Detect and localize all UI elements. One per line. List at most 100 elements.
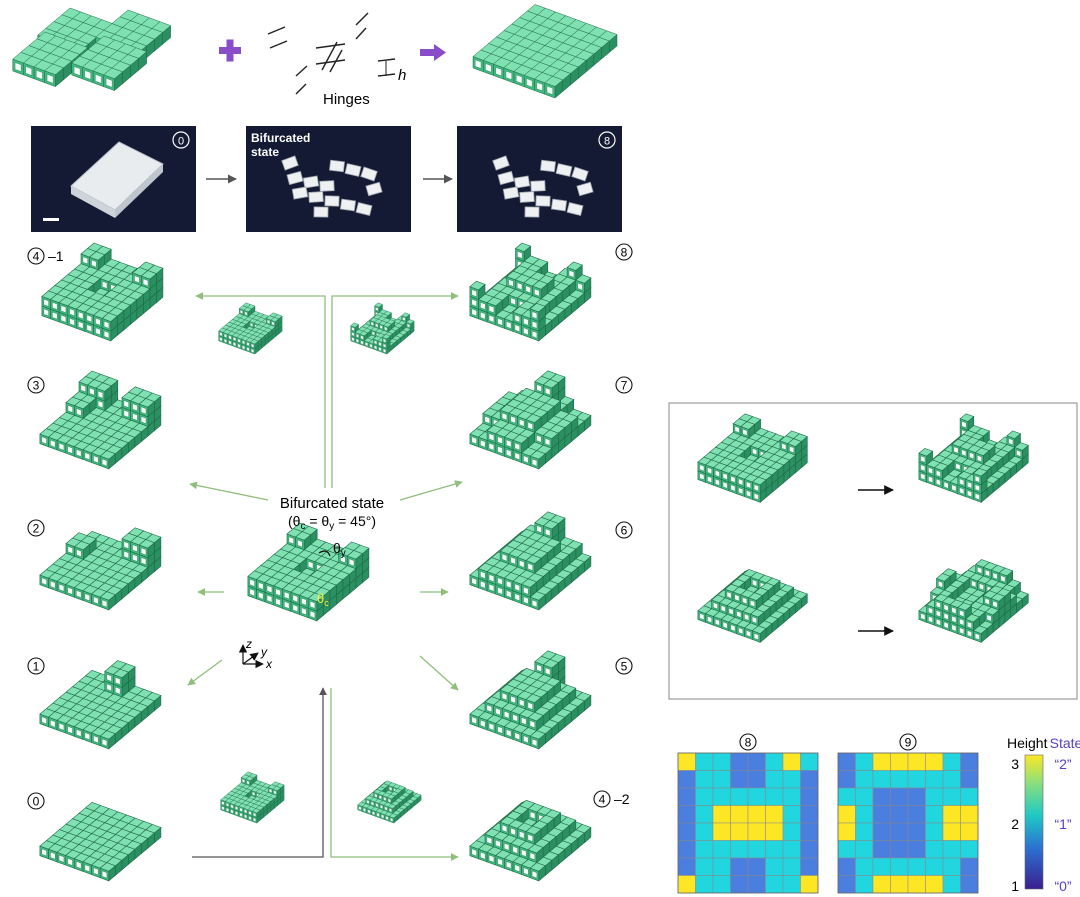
heat-cell: [942, 787, 961, 806]
heat-cell: [765, 770, 784, 789]
state-6-model: [469, 511, 592, 611]
heat-cell: [747, 822, 766, 841]
state-7-model: [469, 370, 592, 470]
photo-badge: 8: [604, 136, 610, 148]
badge-right-1: 7: [615, 376, 633, 394]
heat-cell: [855, 875, 874, 894]
state-label-2: “2”: [1054, 756, 1071, 772]
svg-text:8: 8: [621, 246, 628, 260]
heat-cell: [907, 875, 926, 894]
heat-cell: [782, 787, 801, 806]
svg-text:3: 3: [33, 379, 40, 393]
heat-cell: [960, 875, 979, 894]
heat-cell: [855, 805, 874, 824]
photo-caption: state: [251, 145, 279, 159]
heat-cell: [837, 857, 856, 876]
center-angles: (θc = θy = 45°): [288, 513, 376, 532]
heat-cell: [907, 840, 926, 859]
inset-state-8: [918, 413, 1029, 503]
heat-cell: [695, 875, 714, 894]
svg-text:8: 8: [745, 736, 752, 750]
heat-cell: [677, 857, 696, 876]
badge-right-3: 5: [615, 657, 633, 675]
heat-cell: [942, 805, 961, 824]
heat-cell: [712, 875, 731, 894]
svg-text:4: 4: [599, 793, 606, 807]
svg-text:–2: –2: [614, 791, 630, 807]
photo-3: 8: [457, 126, 622, 232]
heat-cell: [907, 752, 926, 771]
heat-cell: [730, 857, 749, 876]
arrow-to-state-1: [187, 659, 223, 686]
bifurcated-model: [247, 522, 370, 622]
heat-cell: [855, 752, 874, 771]
heat-cell: [907, 787, 926, 806]
heat-cell: [872, 857, 891, 876]
heat-cell: [872, 752, 891, 771]
heat-cell: [942, 822, 961, 841]
heat-cell: [960, 805, 979, 824]
heat-cell: [747, 857, 766, 876]
badge-left-3: 1: [27, 657, 45, 675]
heat-cell: [925, 752, 944, 771]
state-label-0: “0”: [1054, 878, 1071, 894]
heat-cell: [925, 875, 944, 894]
heat-cell: [890, 752, 909, 771]
inset-state-9: [918, 559, 1029, 643]
heat-cell: [960, 822, 979, 841]
heat-cell: [890, 840, 909, 859]
heat-cell: [942, 770, 961, 789]
badge-right-0: 8: [615, 243, 633, 261]
inset-bifurcated-a: [697, 413, 808, 503]
assembly-row: [12, 4, 618, 99]
result-arrow-icon: [420, 44, 446, 61]
heat-cell: [747, 752, 766, 771]
heat-cell: [837, 822, 856, 841]
tile-block-3: [12, 31, 89, 88]
heat-cell: [782, 770, 801, 789]
heat-cell: [837, 840, 856, 859]
heat-cell: [800, 752, 819, 771]
heat-cell: [872, 875, 891, 894]
state-8-model: [469, 242, 592, 342]
branch-preview-right: [350, 302, 415, 355]
badge-right-2: 6: [615, 521, 633, 539]
heat-cell: [695, 857, 714, 876]
state-4-1-model: [41, 242, 164, 342]
heat-cell: [730, 875, 749, 894]
heat-cell: [730, 752, 749, 771]
heat-cell: [942, 840, 961, 859]
svg-text:0: 0: [33, 795, 40, 809]
heat-cell: [960, 840, 979, 859]
heat-cell: [800, 840, 819, 859]
heat-cell: [872, 770, 891, 789]
heat-cell: [925, 822, 944, 841]
heat-cell: [960, 857, 979, 876]
heat-cell: [765, 752, 784, 771]
height-maps: [677, 752, 979, 894]
inset-bifurcated-b: [697, 569, 808, 643]
heat-cell: [925, 770, 944, 789]
heat-cell: [925, 805, 944, 824]
heat-cell: [800, 875, 819, 894]
heat-cell: [765, 857, 784, 876]
axis-x-label: x: [265, 657, 273, 671]
heat-cell: [855, 787, 874, 806]
heat-cell: [695, 787, 714, 806]
height-map-8: [677, 752, 819, 894]
heat-cell: [960, 752, 979, 771]
heat-cell: [837, 805, 856, 824]
heat-cell: [890, 770, 909, 789]
arrow-from-state-0: [192, 687, 327, 858]
heat-cell: [712, 752, 731, 771]
center-title: Bifurcated state: [280, 495, 384, 512]
state-1-model: [39, 660, 162, 750]
heat-cell: [695, 770, 714, 789]
heat-cell: [677, 805, 696, 824]
heat-cell: [712, 822, 731, 841]
svg-text:–1: –1: [48, 248, 64, 264]
heat-cell: [695, 752, 714, 771]
transition-arrows: [187, 292, 463, 861]
heat-cell: [730, 805, 749, 824]
heat-cell: [872, 805, 891, 824]
